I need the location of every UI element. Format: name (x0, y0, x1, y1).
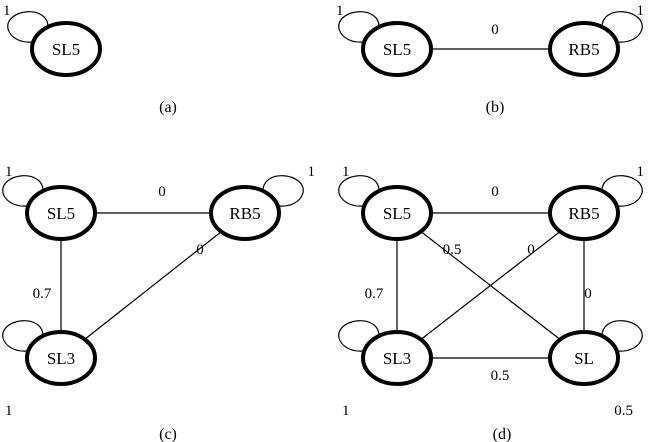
self-loop-weight-label: 1 (308, 164, 316, 180)
node-sl (548, 330, 620, 386)
node-sl5 (25, 185, 97, 241)
edge-weight-label: 0.5 (491, 368, 510, 384)
node-sl3 (361, 330, 433, 386)
edge-rb5-sl3 (396, 212, 585, 359)
self-loop-rb5 (601, 175, 643, 207)
node-label-rb5: RB5 (568, 40, 599, 59)
node-label-sl5: SL5 (52, 40, 80, 59)
node-label-sl: SL (574, 349, 594, 368)
edge-weight-label: 0 (196, 242, 204, 258)
self-loop-weight-label: 1 (5, 403, 13, 419)
panel-caption: (d) (493, 426, 512, 442)
node-label-sl5: SL5 (383, 204, 411, 223)
node-rb5 (209, 185, 281, 241)
node-rb5 (548, 21, 620, 77)
node-label-sl3: SL3 (383, 349, 411, 368)
self-loop-rb5 (262, 175, 304, 207)
node-sl5 (361, 185, 433, 241)
node-label-sl5: SL5 (47, 204, 75, 223)
edge-weight-label: 0.7 (365, 286, 384, 302)
self-loop-sl5 (7, 11, 49, 43)
node-label-rb5: RB5 (229, 204, 260, 223)
panel-caption: (b) (486, 99, 505, 116)
self-loop-rb5 (601, 11, 643, 43)
panel-caption: (a) (159, 99, 177, 116)
self-loop-weight-label: 1 (637, 164, 645, 180)
edge-weight-label: 0 (491, 22, 499, 38)
node-sl5 (361, 21, 433, 77)
edge-weight-label: 0 (491, 184, 499, 200)
self-loop-weight-label: 1 (342, 164, 350, 180)
edge-weight-label: 0 (158, 184, 166, 200)
node-sl3 (25, 330, 97, 386)
node-rb5 (548, 185, 620, 241)
node-label-rb5: RB5 (568, 204, 599, 223)
edge-weight-label: 0.5 (443, 242, 462, 258)
self-loop-sl (601, 320, 643, 352)
node-label-sl5: SL5 (383, 40, 411, 59)
self-loop-weight-label: 1 (342, 403, 350, 419)
self-loop-weight-label: 1 (5, 164, 13, 180)
self-loop-sl3 (2, 320, 44, 352)
edge-rb5-sl3 (60, 212, 246, 359)
self-loop-sl5 (338, 11, 380, 43)
edge-weight-label: 0 (584, 286, 592, 302)
self-loop-weight-label: 0.5 (614, 403, 633, 419)
self-loop-weight-label: 1 (637, 3, 645, 19)
edge-weight-label: 0.7 (33, 286, 52, 302)
self-loop-weight-label: 1 (3, 3, 11, 19)
self-loop-sl3 (338, 320, 380, 352)
node-label-sl3: SL3 (47, 349, 75, 368)
self-loop-sl5 (2, 175, 44, 207)
self-loop-weight-label: 1 (336, 3, 344, 19)
self-loop-sl5 (338, 175, 380, 207)
node-sl5 (30, 21, 102, 77)
edge-weight-label: 0 (527, 242, 535, 258)
panel-caption: (c) (159, 426, 177, 442)
